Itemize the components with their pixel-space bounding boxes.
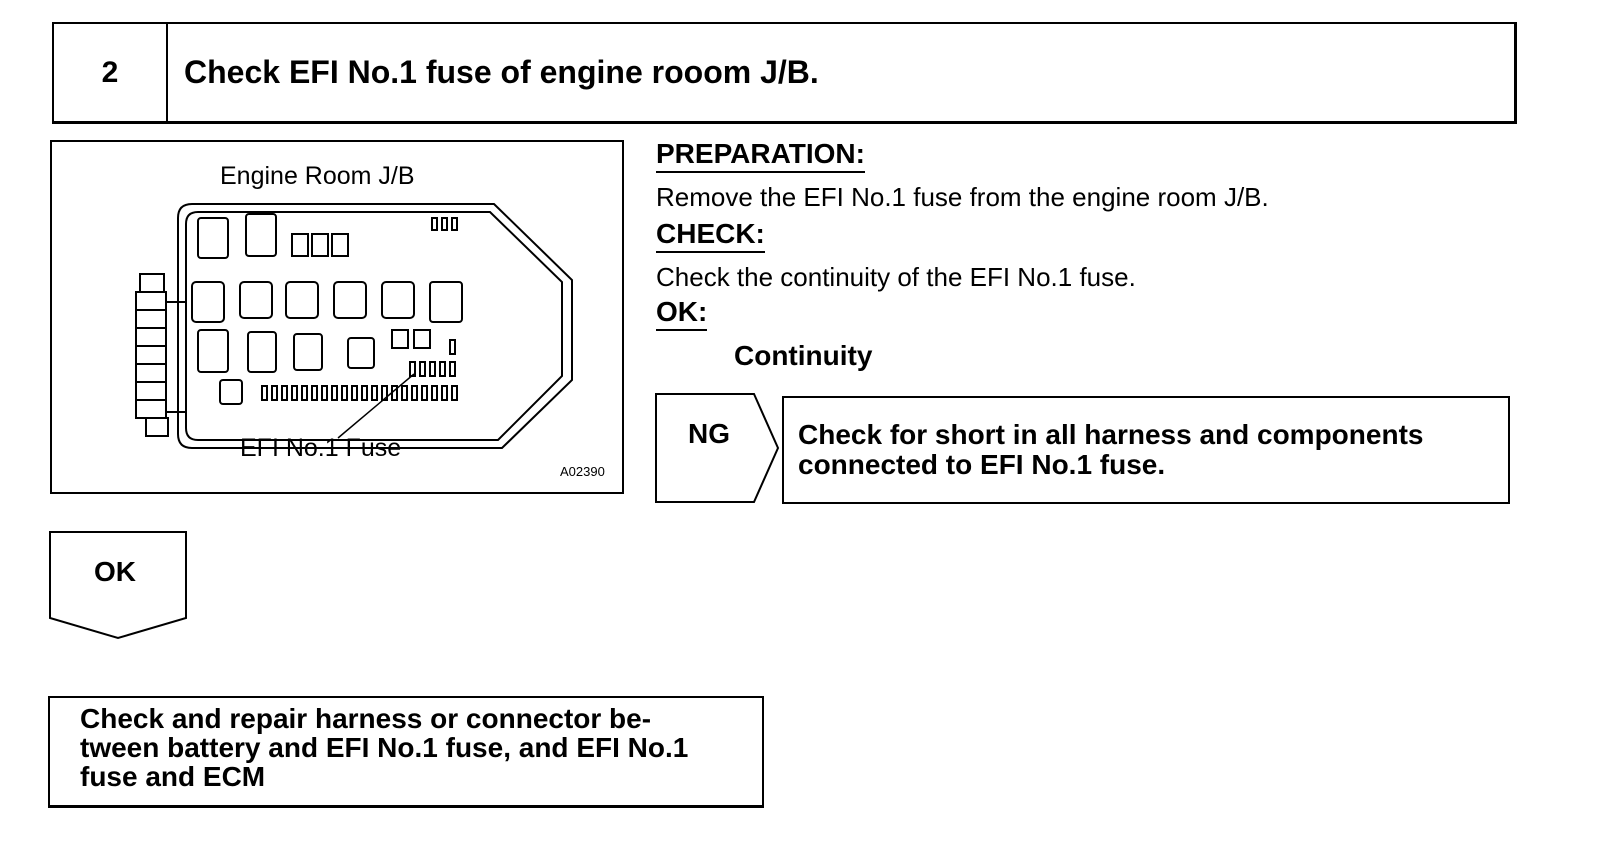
jb-housing-outer xyxy=(177,203,573,449)
relay xyxy=(197,217,229,259)
ng-label: NG xyxy=(688,418,730,449)
engine-room-jb-figure: Engine Room J/B EFI No.1 Fuse A02390 xyxy=(50,140,624,494)
ok-label: OK xyxy=(94,556,136,587)
ok-action-line-2: tween battery and EFI No.1 fuse, and EFI… xyxy=(80,732,689,763)
step-header: 2 Check EFI No.1 fuse of engine rooom J/… xyxy=(52,22,1517,124)
step-title: Check EFI No.1 fuse of engine rooom J/B. xyxy=(184,54,819,90)
ng-action-line-2: connected to EFI No.1 fuse. xyxy=(798,449,1166,480)
fuse-leader-line xyxy=(337,373,415,439)
ok-spec-value: Continuity xyxy=(734,340,873,371)
preparation-text: Remove the EFI No.1 fuse from the engine… xyxy=(656,182,1269,212)
ng-action-box: Check for short in all harness and compo… xyxy=(782,396,1510,504)
jb-housing-inner xyxy=(185,211,563,441)
ok-action-box: Check and repair harness or connector be… xyxy=(48,696,764,808)
figure-code: A02390 xyxy=(560,464,605,479)
relay xyxy=(245,213,277,257)
ok-spec-heading: OK: xyxy=(656,296,708,331)
check-heading: CHECK: xyxy=(656,218,765,253)
ok-arrow xyxy=(49,531,187,640)
preparation-heading: PREPARATION: xyxy=(656,138,865,173)
junction-block-drawing xyxy=(135,203,573,449)
step-number: 2 xyxy=(54,24,168,121)
check-text: Check the continuity of the EFI No.1 fus… xyxy=(656,262,1136,292)
figure-label-engine-room: Engine Room J/B xyxy=(220,162,415,190)
ok-action-line-3: fuse and ECM xyxy=(80,761,266,792)
ng-action-line-1: Check for short in all harness and compo… xyxy=(798,419,1424,450)
ng-arrow xyxy=(655,393,780,503)
ok-action-line-1: Check and repair harness or connector be… xyxy=(80,703,652,734)
